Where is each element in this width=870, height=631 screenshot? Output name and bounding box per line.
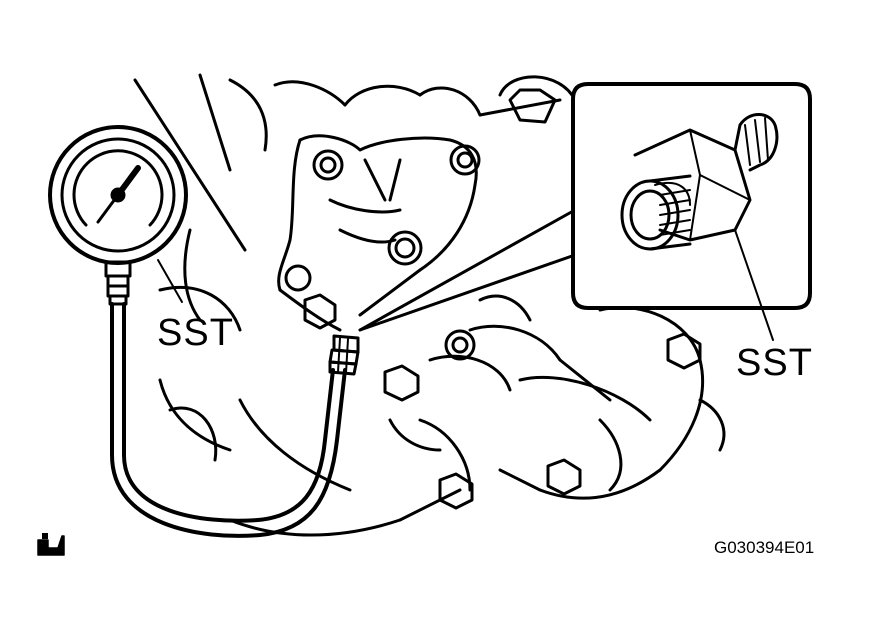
sst-adapter (620, 113, 779, 251)
pressure-gauge (48, 125, 188, 306)
sst-label-left: SST (157, 312, 234, 354)
leader-lines (157, 229, 774, 341)
bolts (303, 293, 702, 510)
figure-code: G030394E01 (714, 538, 815, 557)
detail-callout (358, 82, 812, 332)
pump-housing (277, 134, 481, 361)
engine-block (133, 73, 726, 537)
oil-can-icon (37, 533, 65, 556)
sst-label-right: SST (736, 342, 813, 384)
hose-fitting (328, 334, 360, 376)
pressure-hose (110, 302, 347, 538)
